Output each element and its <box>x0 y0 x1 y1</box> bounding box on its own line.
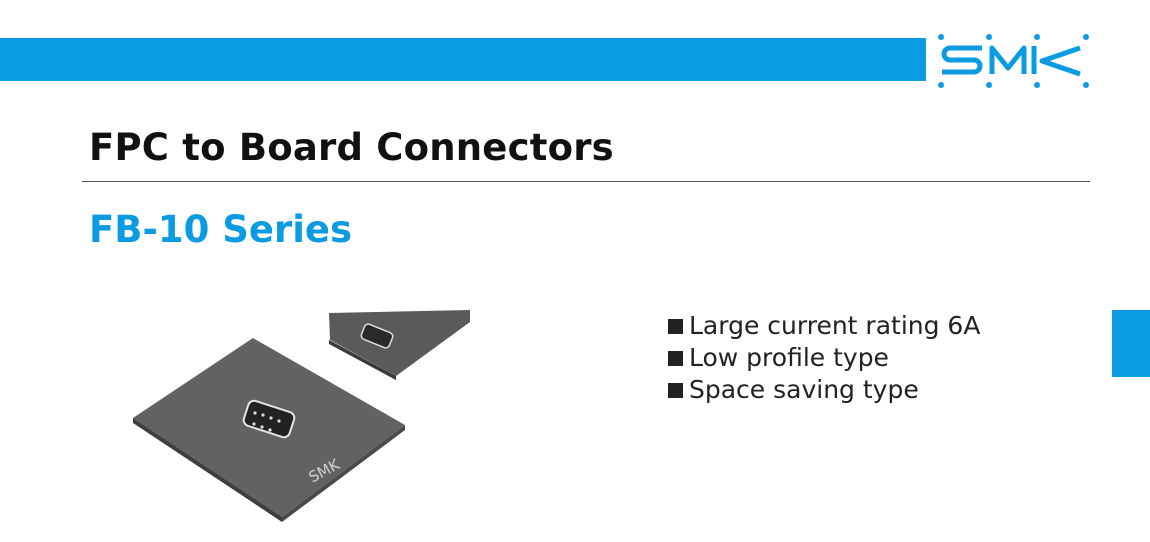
header-bar <box>0 38 926 81</box>
feature-item: Low profile type <box>668 342 980 374</box>
bullet-square-icon <box>668 318 683 334</box>
bullet-square-icon <box>668 382 683 398</box>
series-title: FB-10 Series <box>89 208 352 251</box>
feature-list: Large current rating 6A Low profile type… <box>668 310 980 406</box>
bullet-square-icon <box>668 350 683 366</box>
feature-item: Space saving type <box>668 374 980 406</box>
page-title: FPC to Board Connectors <box>89 126 614 169</box>
product-image: SMK <box>133 310 470 522</box>
feature-item: Large current rating 6A <box>668 310 980 342</box>
side-tab <box>1112 310 1150 377</box>
divider <box>82 181 1090 182</box>
smk-logo <box>938 34 1089 88</box>
